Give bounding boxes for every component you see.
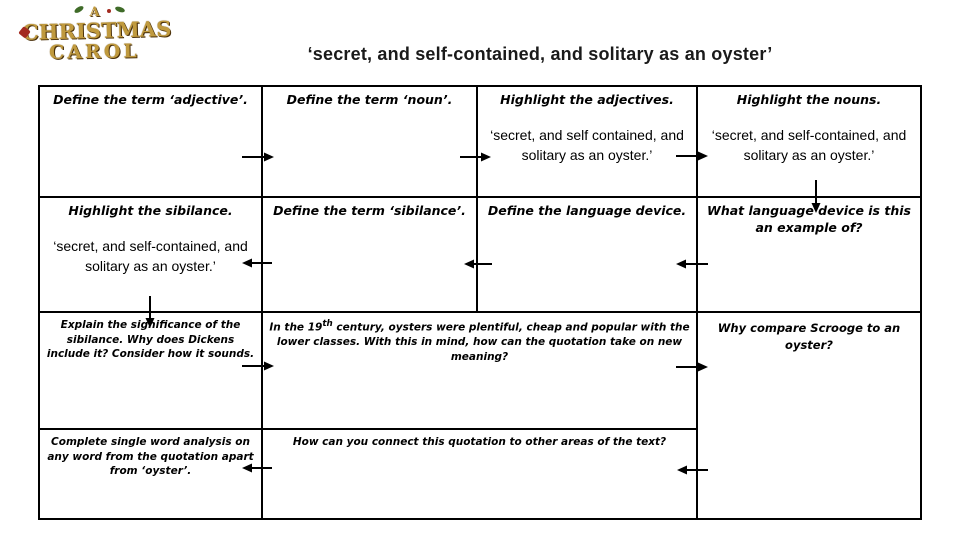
superscript-th: th xyxy=(322,319,333,329)
logo-christmas-text: CHRISTMAS xyxy=(18,16,172,45)
quotation-text: ‘secret, and self contained, and solitar… xyxy=(490,126,684,164)
cell-heading: Define the term ‘adjective’. xyxy=(53,92,248,107)
cell-heading: Why compare Scrooge to an oyster? xyxy=(717,321,901,352)
cell-explain-significance: Explain the significance of the sibilanc… xyxy=(40,313,263,430)
holly-leaf-icon xyxy=(73,5,85,14)
logo-top-line: A xyxy=(22,5,167,20)
cell-define-language-device: Define the language device. xyxy=(478,198,698,313)
holly-leaf-icon xyxy=(114,5,126,14)
cell-heading: How can you connect this quotation to ot… xyxy=(292,436,667,448)
cell-heading: Highlight the adjectives. xyxy=(500,92,674,107)
quotation-text: ‘secret, and self-contained, and solitar… xyxy=(711,126,907,164)
cell-highlight-adjectives: Highlight the adjectives. ‘secret, and s… xyxy=(478,87,698,198)
cell-why-compare-scrooge: Why compare Scrooge to an oyster? xyxy=(698,313,920,518)
task-grid: Define the term ‘adjective’. Define the … xyxy=(38,85,922,520)
cell-single-word-analysis: Complete single word analysis on any wor… xyxy=(40,430,263,518)
logo-letter-a: A xyxy=(89,5,100,20)
cell-heading: Define the term ‘noun’. xyxy=(286,92,453,107)
cell-heading: Highlight the sibilance. xyxy=(68,203,233,218)
christmas-carol-logo: A CHRISTMAS CAROL xyxy=(18,5,172,78)
cell-heading: Highlight the nouns. xyxy=(736,92,882,107)
cell-connect-quotation: How can you connect this quotation to ot… xyxy=(263,430,698,518)
cell-heading: Define the term ‘sibilance’. xyxy=(273,203,466,218)
cell-heading: What language device is this an example … xyxy=(707,203,911,235)
cell-19th-century-context: In the 19th century, oysters were plenti… xyxy=(263,313,698,430)
cell-heading: Complete single word analysis on any wor… xyxy=(47,436,254,478)
cell-heading: Define the language device. xyxy=(487,203,687,218)
cell-heading: In the 19th century, oysters were plenti… xyxy=(269,319,690,363)
holly-berry-icon xyxy=(107,9,111,13)
quotation-text: ‘secret, and self-contained, and solitar… xyxy=(53,237,248,275)
page-title: ‘secret, and self-contained, and solitar… xyxy=(307,44,773,64)
cell-what-language-device: What language device is this an example … xyxy=(698,198,920,313)
cell-define-adjective: Define the term ‘adjective’. xyxy=(40,87,263,198)
cell-heading: Explain the significance of the sibilanc… xyxy=(46,319,255,361)
cell-define-noun: Define the term ‘noun’. xyxy=(263,87,478,198)
cell-highlight-nouns: Highlight the nouns. ‘secret, and self-c… xyxy=(698,87,920,198)
cell-define-sibilance: Define the term ‘sibilance’. xyxy=(263,198,478,313)
cell-highlight-sibilance: Highlight the sibilance. ‘secret, and se… xyxy=(40,198,263,313)
